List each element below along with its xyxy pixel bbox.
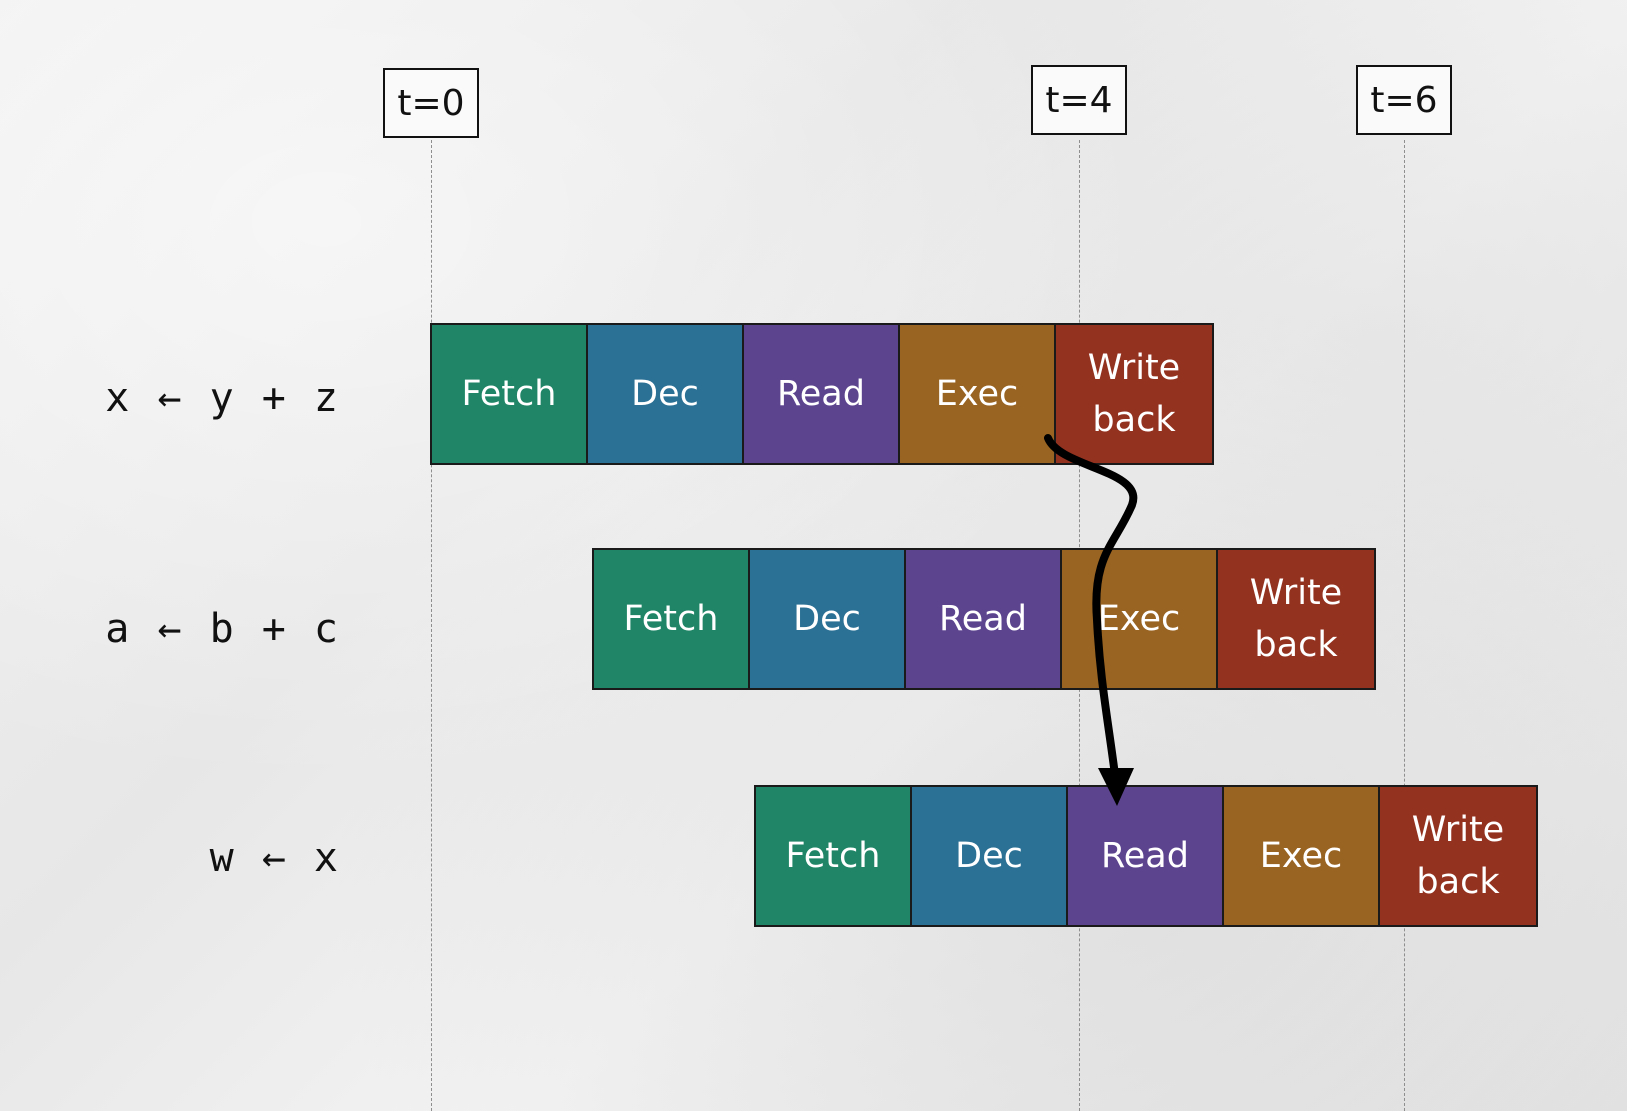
stage-execute: Exec [1224,787,1380,925]
instruction-label-2: a ← b + c [105,606,340,652]
instruction-label-1: x ← y + z [105,375,340,421]
stage-fetch: Fetch [594,550,750,688]
time-marker-t0: t=0 [383,68,479,138]
instruction-label-3: w ← x [209,835,340,881]
stage-read: Read [1068,787,1224,925]
stage-write-back: Write back [1056,325,1212,463]
stage-read: Read [744,325,900,463]
pipeline-row-3: Fetch Dec Read Exec Write back [754,785,1538,927]
time-marker-t6: t=6 [1356,65,1452,135]
stage-decode: Dec [912,787,1068,925]
stage-write-back: Write back [1380,787,1536,925]
time-marker-t4: t=4 [1031,65,1127,135]
stage-fetch: Fetch [756,787,912,925]
pipeline-row-1: Fetch Dec Read Exec Write back [430,323,1214,465]
stage-write-back: Write back [1218,550,1374,688]
pipeline-row-2: Fetch Dec Read Exec Write back [592,548,1376,690]
stage-fetch: Fetch [432,325,588,463]
time-line-t6 [1404,140,1405,1111]
stage-decode: Dec [750,550,906,688]
stage-execute: Exec [1062,550,1218,688]
stage-decode: Dec [588,325,744,463]
stage-execute: Exec [900,325,1056,463]
time-line-t0 [431,140,432,1111]
stage-read: Read [906,550,1062,688]
